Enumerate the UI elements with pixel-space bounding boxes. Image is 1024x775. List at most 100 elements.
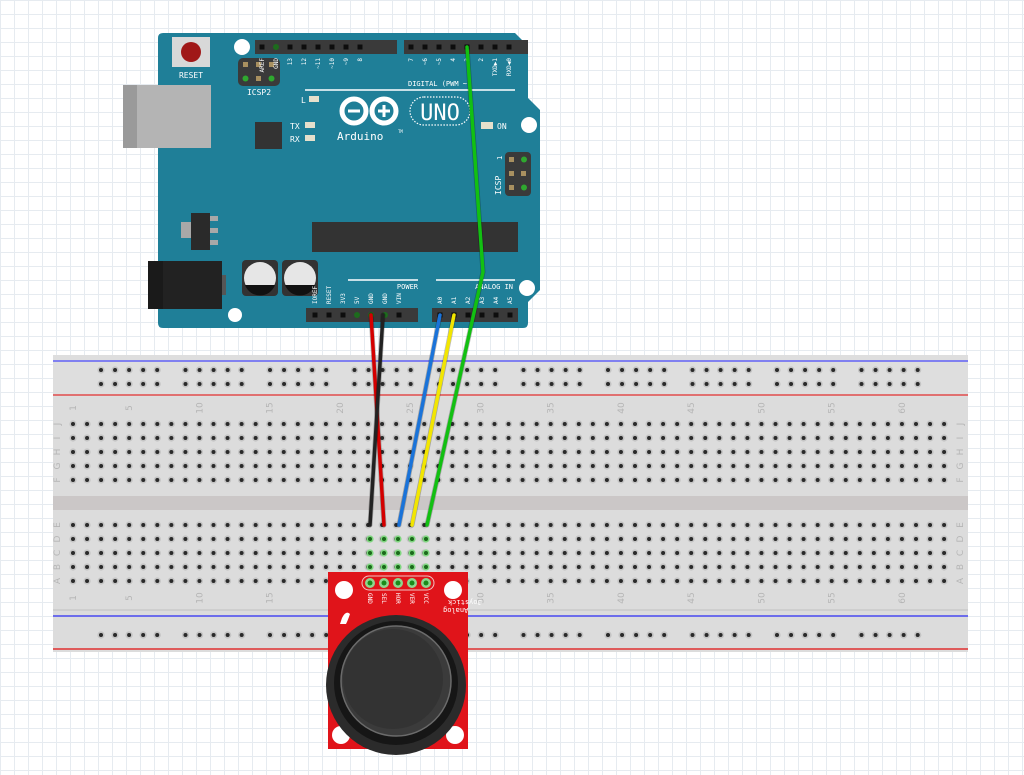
icsp-label: ICSP xyxy=(494,176,503,195)
breadboard-hole-center xyxy=(773,523,778,527)
mounting-hole xyxy=(446,726,464,744)
breadboard-hole-center xyxy=(506,450,511,454)
breadboard-hole-center xyxy=(576,551,581,555)
breadboard-hole-center xyxy=(703,551,708,555)
breadboard-hole-center xyxy=(492,537,497,541)
breadboard-hole-center xyxy=(633,422,637,426)
breadboard-hole-center xyxy=(281,422,286,426)
header-pin[interactable] xyxy=(273,44,279,50)
header-pin[interactable] xyxy=(396,312,402,318)
header-pin[interactable] xyxy=(312,312,318,318)
d3-wire[interactable] xyxy=(425,45,485,527)
breadboard-hole-center xyxy=(871,537,876,541)
breadboard-hole-center xyxy=(843,436,848,440)
rail-hole-center xyxy=(141,633,146,637)
header-pin[interactable] xyxy=(436,44,442,50)
header-pin[interactable] xyxy=(354,312,360,318)
reset-button[interactable] xyxy=(172,37,210,67)
header-pin[interactable] xyxy=(492,44,498,50)
breadboard-hole-center xyxy=(647,551,652,555)
breadboard-hole-center xyxy=(731,422,736,426)
rail-hole-center xyxy=(493,633,498,637)
breadboard-hole-center xyxy=(323,450,328,454)
breadboard-hole-center xyxy=(281,450,286,454)
breadboard-hole-center xyxy=(590,450,595,454)
breadboard-hole-center xyxy=(801,579,806,583)
header-pin[interactable] xyxy=(301,44,307,50)
breadboard-hole-center xyxy=(352,523,356,527)
breadboard-hole-center xyxy=(352,436,356,440)
header-pin[interactable] xyxy=(287,44,293,50)
header-pin[interactable] xyxy=(450,44,456,50)
rail-hole-center xyxy=(817,633,822,637)
header-pin[interactable] xyxy=(506,44,512,50)
header-pin[interactable] xyxy=(408,44,414,50)
breadboard-hole-center xyxy=(197,478,202,482)
breadboard-hole-center xyxy=(745,436,750,440)
header-pin[interactable] xyxy=(315,44,321,50)
a1-wire[interactable] xyxy=(410,313,456,527)
breadboard-hole-center xyxy=(618,422,623,426)
breadboard-hole-center xyxy=(801,537,806,541)
header-pin[interactable] xyxy=(326,312,332,318)
breadboard-hole-center xyxy=(815,450,820,454)
a0-wire[interactable] xyxy=(397,313,442,527)
breadboard-hole-center xyxy=(562,523,567,527)
breadboard-hole-center xyxy=(647,579,652,583)
breadboard-hole-center xyxy=(85,551,90,555)
breadboard-hole-center xyxy=(928,565,933,569)
breadboard-hole-center xyxy=(450,523,455,527)
led-on xyxy=(481,122,493,129)
breadboard-hole-center xyxy=(323,436,328,440)
column-label: 35 xyxy=(547,592,557,603)
header-pin[interactable] xyxy=(478,44,484,50)
breadboard-hole-center xyxy=(309,478,314,482)
header-pin[interactable] xyxy=(479,312,485,318)
header-pin[interactable] xyxy=(507,312,513,318)
header-pin[interactable] xyxy=(357,44,363,50)
breadboard-hole-center xyxy=(211,450,216,454)
header-pin[interactable] xyxy=(493,312,499,318)
joystick-knob[interactable] xyxy=(326,615,466,755)
breadboard-hole-center xyxy=(534,523,539,527)
breadboard-hole-center xyxy=(253,523,258,527)
breadboard-hole-center xyxy=(408,422,413,426)
header-pin[interactable] xyxy=(465,312,471,318)
breadboard-hole-center xyxy=(548,422,553,426)
header-pin[interactable] xyxy=(329,44,335,50)
rail-hole-center xyxy=(859,382,864,386)
breadboard-hole-center xyxy=(843,523,848,527)
breadboard-hole-center xyxy=(99,478,104,482)
breadboard-hole-center xyxy=(169,450,174,454)
joystick-pin-center xyxy=(367,580,373,586)
breadboard-hole-center xyxy=(323,464,328,468)
breadboard-hole-center xyxy=(225,565,230,569)
rail-hole-center xyxy=(831,368,836,372)
mounting-hole xyxy=(519,280,535,296)
breadboard-hole-center xyxy=(661,464,666,468)
breadboard-hole-center xyxy=(590,537,595,541)
breadboard-hole-center xyxy=(689,523,694,527)
breadboard-hole-center xyxy=(155,565,160,569)
voltage-regulator xyxy=(181,213,218,250)
rail-hole-center xyxy=(732,633,737,637)
pin-label: ~10 xyxy=(329,58,336,69)
breadboard-hole-center xyxy=(295,478,300,482)
gnd-wire[interactable] xyxy=(368,313,385,527)
column-label: 25 xyxy=(406,402,416,413)
header-pin[interactable] xyxy=(422,44,428,50)
breadboard-hole-center xyxy=(225,422,230,426)
breadboard-hole-center xyxy=(885,478,890,482)
breadboard-hole-center xyxy=(113,551,118,555)
mounting-hole xyxy=(444,581,462,599)
breadboard-hole-center xyxy=(197,551,202,555)
rail-hole-center xyxy=(563,633,568,637)
column-label: 60 xyxy=(898,402,908,414)
header-pin[interactable] xyxy=(340,312,346,318)
header-pin[interactable] xyxy=(343,44,349,50)
header-pin[interactable] xyxy=(259,44,265,50)
breadboard-hole-center xyxy=(436,551,441,555)
breadboard-hole-center xyxy=(633,523,637,527)
breadboard-hole-center xyxy=(520,450,525,454)
